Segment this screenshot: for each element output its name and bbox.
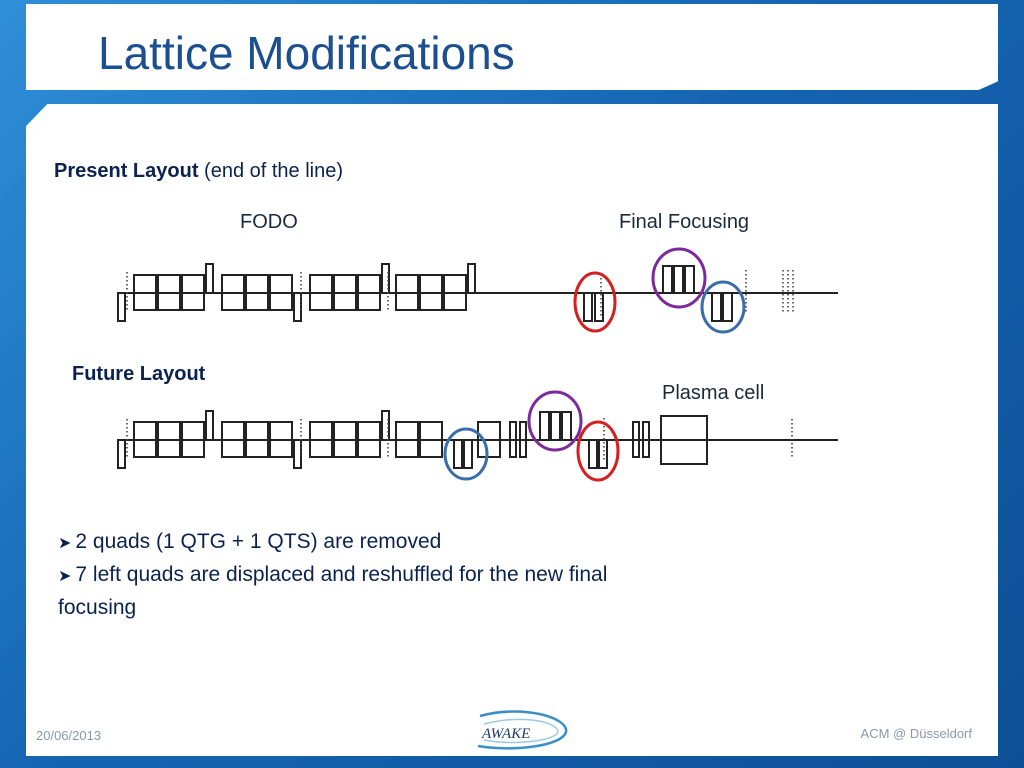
bullet-item: ➤7 left quads are displaced and reshuffl…: [58, 559, 618, 623]
present-blue-circle: [700, 280, 746, 334]
title-panel: Lattice Modifications: [26, 4, 998, 90]
present-dipole: [269, 274, 293, 311]
present-dipole: [157, 274, 181, 311]
future-quad: [509, 421, 517, 458]
arrow-bullet-icon: ➤: [58, 568, 72, 585]
future-dipole: [309, 421, 333, 458]
future-dipole: [419, 421, 443, 458]
content-panel: Present Layout (end of the line) FODO Fi…: [26, 104, 998, 756]
future-purple-circle: [527, 390, 583, 452]
present-corrector: [381, 263, 390, 294]
present-corrector: [293, 292, 302, 322]
bullet-text: 7 left quads are displaced and reshuffle…: [58, 563, 608, 619]
present-corrector: [205, 263, 214, 294]
future-quad: [642, 421, 650, 458]
future-dipole: [477, 421, 501, 458]
final-focusing-label: Final Focusing: [619, 211, 750, 233]
present-dipole: [443, 274, 467, 311]
present-quad: [722, 292, 733, 322]
future-quad: [550, 411, 561, 441]
present-corrector: [117, 292, 126, 322]
future-quad: [632, 421, 640, 458]
present-dipole: [333, 274, 357, 311]
awake-logo: AWAKE: [477, 710, 568, 750]
future-dipole: [181, 421, 205, 458]
bullet-item: ➤2 quads (1 QTG + 1 QTS) are removed: [58, 526, 618, 559]
future-dipole: [245, 421, 269, 458]
bullet-text: 2 quads (1 QTG + 1 QTS) are removed: [75, 530, 442, 553]
arrow-bullet-icon: ➤: [58, 535, 72, 552]
present-dipole: [309, 274, 333, 311]
lattice-diagram: [117, 247, 838, 482]
present-layout-label: Present Layout: [54, 160, 199, 182]
future-corrector: [293, 439, 302, 469]
present-dipole: [133, 274, 157, 311]
present-dipole: [245, 274, 269, 311]
footer-event: ACM @ Düsseldorf: [860, 726, 972, 741]
future-dipole: [395, 421, 419, 458]
present-dipole: [221, 274, 245, 311]
present-dipole: [419, 274, 443, 311]
present-quad: [684, 265, 695, 294]
plasma-cell-label: Plasma cell: [662, 382, 765, 404]
present-quad: [662, 265, 673, 294]
present-red-circle: [573, 271, 617, 333]
fodo-label: FODO: [240, 211, 298, 233]
future-corrector: [205, 410, 214, 441]
future-quad: [463, 439, 473, 469]
future-dipole: [157, 421, 181, 458]
future-quad: [519, 421, 527, 458]
future-quad: [539, 411, 550, 441]
future-corrector: [117, 439, 126, 469]
present-layout-heading: Present Layout (end of the line): [54, 160, 343, 183]
future-red-circle: [576, 420, 620, 482]
bullet-list: ➤2 quads (1 QTG + 1 QTS) are removed ➤7 …: [58, 526, 618, 623]
future-quad: [561, 411, 572, 441]
future-dipole: [269, 421, 293, 458]
future-dipole: [221, 421, 245, 458]
future-blue-circle: [443, 427, 489, 481]
present-dipole: [357, 274, 381, 311]
present-quad: [673, 265, 684, 294]
present-dipole: [181, 274, 205, 311]
logo-text: AWAKE: [481, 726, 530, 742]
future-quad: [598, 439, 608, 469]
future-layout-heading: Future Layout: [72, 363, 206, 385]
page-title: Lattice Modifications: [98, 27, 515, 79]
present-quad: [594, 292, 604, 322]
future-corrector: [381, 410, 390, 441]
future-dipole: [333, 421, 357, 458]
present-quad: [583, 292, 593, 322]
present-purple-circle: [651, 247, 707, 309]
present-layout-note: (end of the line): [204, 160, 344, 182]
future-quad: [453, 439, 463, 469]
present-dipole: [395, 274, 419, 311]
footer-date: 20/06/2013: [36, 728, 102, 743]
future-dipole: [357, 421, 381, 458]
future-dipole: [133, 421, 157, 458]
present-corrector: [467, 263, 476, 294]
present-quad: [711, 292, 722, 322]
future-quad: [588, 439, 598, 469]
plasma-cell-box: [660, 415, 708, 465]
